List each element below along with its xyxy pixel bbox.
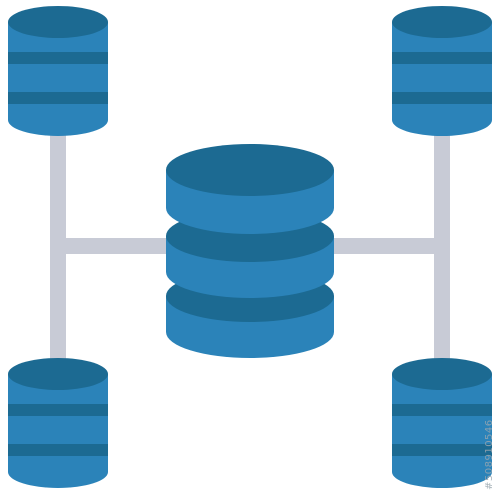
- connector-right-horizontal: [322, 238, 442, 254]
- database-center-icon: [166, 144, 334, 358]
- connector-left-vertical: [50, 130, 66, 380]
- database-bottom-right-icon: [392, 358, 492, 488]
- database-top-right-icon: [392, 6, 492, 136]
- connector-left-horizontal: [58, 238, 178, 254]
- database-bottom-left-icon: [8, 358, 108, 488]
- watermark-stock-id: #508910546: [484, 419, 495, 490]
- connector-lines: [50, 130, 450, 380]
- connector-right-vertical: [434, 130, 450, 380]
- database-top-left-icon: [8, 6, 108, 136]
